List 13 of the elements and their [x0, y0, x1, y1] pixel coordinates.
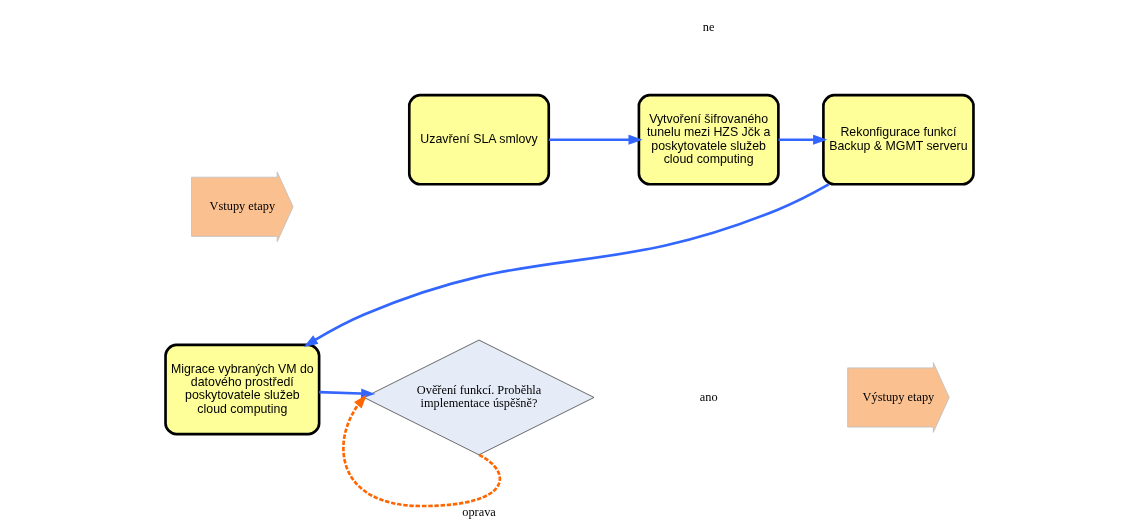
- arrow: [342, 394, 501, 508]
- node-box: Uzavření SLA smlovy: [407, 93, 551, 186]
- label: ne: [702, 19, 715, 34]
- node-diamond: Ověření funkcí. Proběhla implementace úspěšně?: [363, 339, 595, 456]
- label: ano: [699, 389, 718, 404]
- node-box: Vytvoření šifrovaného tunelu mezi HZS Jčk a poskytovatele služeb cloud computing: [637, 93, 780, 186]
- edge-label: oprava: [462, 504, 496, 519]
- arrow: [548, 134, 643, 145]
- arrow: [778, 134, 828, 145]
- arrow: [303, 183, 830, 347]
- arrow: [319, 388, 376, 399]
- node-box: Migrace vybraných VM do datového prostředí poskytovatele služeb cloud computing: [164, 343, 321, 436]
- node-box: Rekonfigurace funkcí Backup & MGMT serveru: [822, 93, 975, 186]
